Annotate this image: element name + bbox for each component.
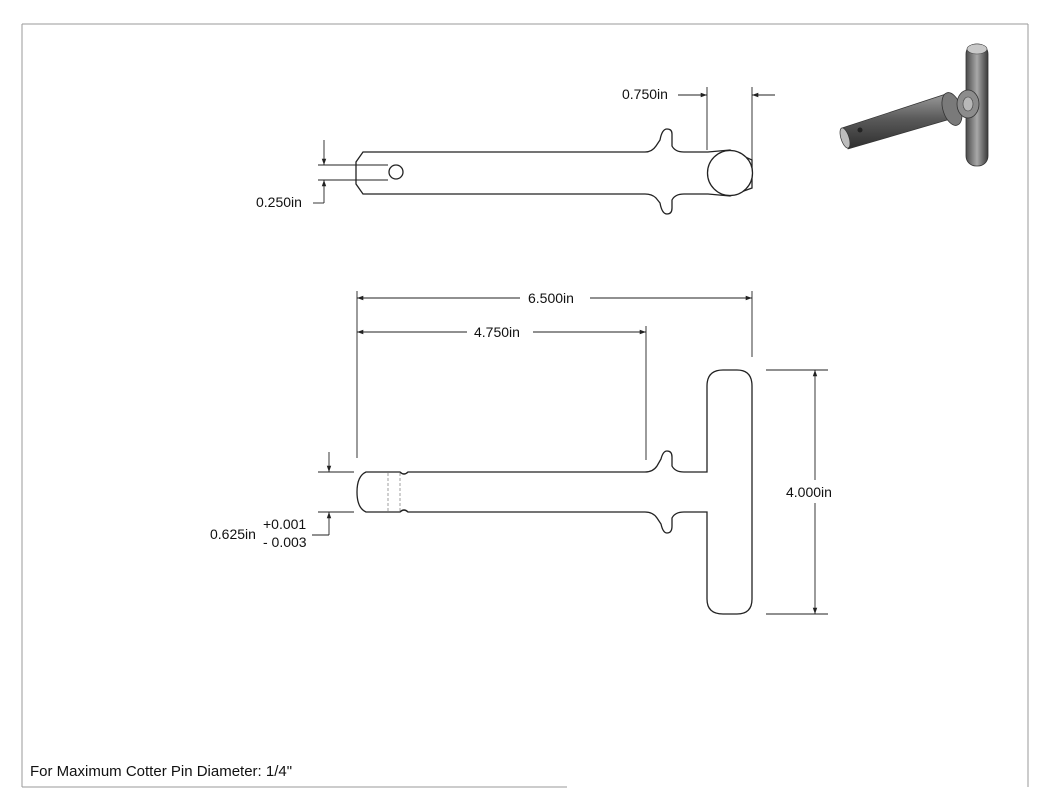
cotter-pin-note: For Maximum Cotter Pin Diameter: 1/4"	[30, 763, 292, 780]
shank-length-dimension: 4.750in	[474, 324, 520, 340]
top-view: 0.750in 0.250in	[256, 86, 775, 215]
tolerance-plus: +0.001	[263, 516, 306, 532]
shank-diameter-dimension: 0.625in	[210, 526, 256, 542]
front-view: 6.500in 4.750in 4.000in 0.625in +0.001 -…	[210, 290, 832, 615]
overall-length-dimension: 6.500in	[528, 290, 574, 306]
head-diameter-dimension: 0.750in	[622, 86, 668, 102]
hole-diameter-dimension: 0.250in	[256, 194, 302, 210]
isometric-render	[839, 43, 989, 167]
handle-length-dimension: 4.000in	[786, 484, 832, 500]
top-view-round-head	[706, 149, 754, 197]
cotter-pin-hole	[388, 164, 404, 180]
sheet-frame	[21, 23, 1029, 788]
top-view-pin-outline	[355, 128, 753, 215]
tolerance-minus: - 0.003	[263, 534, 307, 550]
front-view-pin-outline	[356, 369, 753, 615]
render-shank	[841, 93, 955, 150]
